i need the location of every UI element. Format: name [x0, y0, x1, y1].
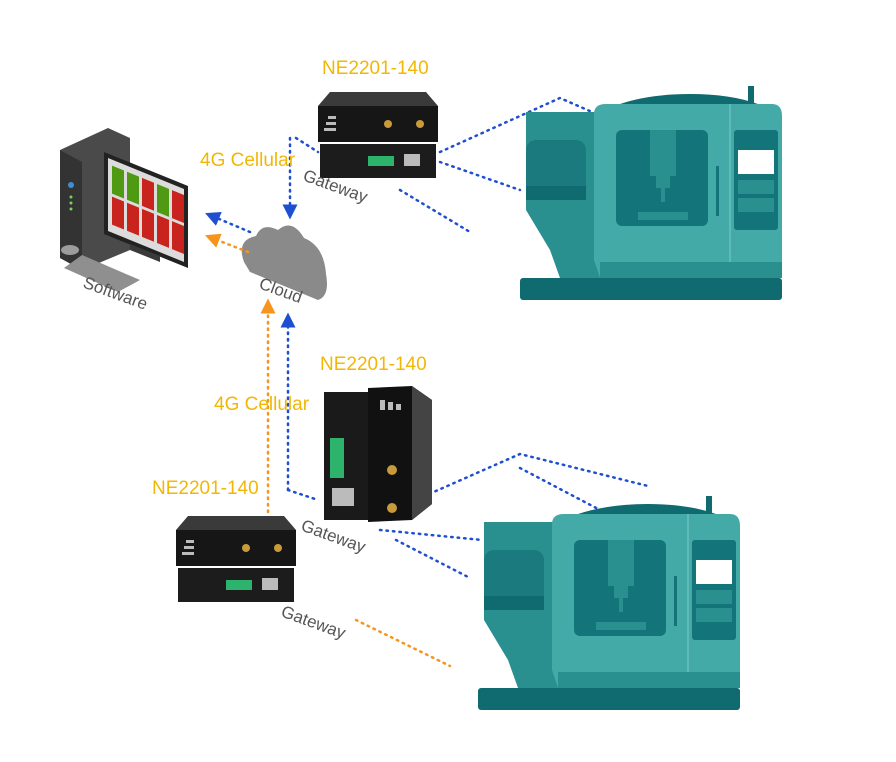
- gateway-top-model: NE2201-140: [322, 58, 429, 79]
- gateway-vertical-icon: [324, 386, 432, 522]
- dashboard-tile-red: [172, 221, 184, 254]
- cnc-machine-bottom-icon: [477, 495, 741, 711]
- link-gateway-top-to-machine-3: [398, 188, 472, 234]
- dashboard-tile-red: [157, 214, 169, 248]
- cellular-label-bottom: 4G Cellular: [214, 394, 310, 415]
- link-gateway-vertical-to-machine-4: [394, 538, 472, 580]
- dashboard-tiles: [112, 165, 184, 254]
- gateway-vertical-label: Gateway: [299, 516, 369, 557]
- link-gateway-vertical-to-machine-5: [286, 488, 320, 502]
- dashboard-tile-red: [142, 177, 154, 211]
- cloud-icon: [241, 225, 327, 300]
- links: [205, 96, 650, 668]
- link-gateway-top-to-cloud-h: [294, 136, 320, 154]
- link-cloud-to-software-blue: [205, 211, 252, 234]
- link-cloud-to-software-orange: [205, 233, 250, 254]
- dashboard-tile-red: [127, 202, 139, 236]
- gateway-vertical-model: NE2201-140: [320, 354, 427, 375]
- dashboard-tile-red: [112, 196, 124, 230]
- link-gateway-top-to-machine-1: [438, 96, 594, 154]
- link-gateway-vertical-to-machine-3: [378, 528, 484, 542]
- gateway-top-icon: [318, 92, 438, 178]
- dashboard-tile-green: [127, 171, 139, 205]
- gateway-bottom-icon: [176, 516, 296, 602]
- link-gateway-bottom-to-machine: [354, 618, 452, 668]
- gateway-bottom-model: NE2201-140: [152, 478, 259, 499]
- dashboard-tile-red: [172, 190, 184, 223]
- dashboard-tile-green: [157, 183, 169, 217]
- link-gateway-top-to-machine-2: [438, 160, 522, 192]
- cellular-label-top: 4G Cellular: [200, 150, 296, 171]
- cnc-machine-top-icon: [519, 85, 783, 301]
- link-gateway-vertical-to-machine-2: [518, 466, 602, 512]
- dashboard-tile-red: [142, 208, 154, 242]
- dashboard-tile-green: [112, 165, 124, 199]
- software-computer-icon: [60, 128, 188, 292]
- gateway-bottom-label: Gateway: [279, 602, 349, 643]
